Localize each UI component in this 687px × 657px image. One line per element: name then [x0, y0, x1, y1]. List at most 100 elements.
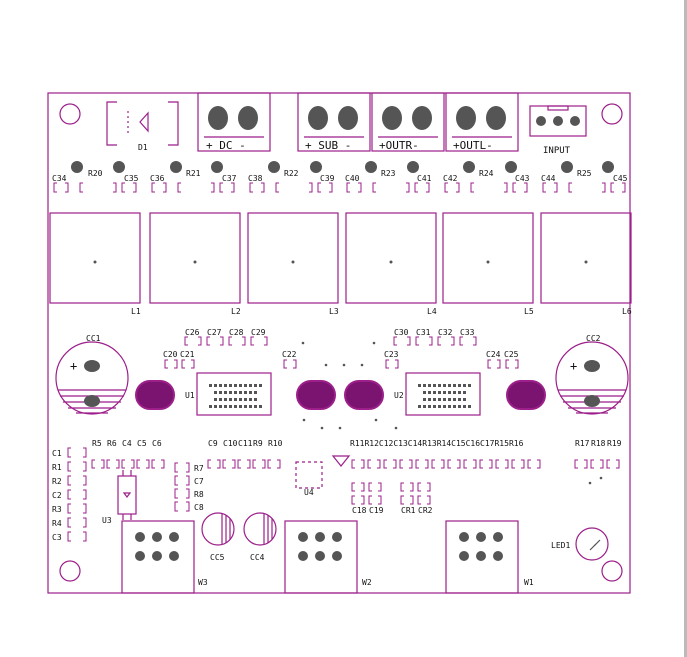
oval-pad-3: [344, 380, 384, 410]
label-c32: C32: [438, 328, 453, 337]
oval-pad-4: [506, 380, 546, 410]
label-l5: L5: [524, 307, 534, 316]
label-c1: C1: [52, 449, 62, 458]
label-c39: C39: [320, 174, 335, 183]
label-c43: C43: [515, 174, 530, 183]
label-c25: C25: [504, 350, 519, 359]
label-r8: R8: [194, 490, 204, 499]
label-r24: R24: [479, 169, 494, 178]
mount-hole-br: [601, 560, 623, 582]
board-outline: [47, 92, 631, 594]
led-led1: [575, 527, 609, 561]
label-l6: L6: [622, 307, 632, 316]
label-w2: W2: [362, 578, 372, 587]
label-l2: L2: [231, 307, 241, 316]
label-dc: + DC -: [206, 139, 246, 152]
label-cc5: CC5: [210, 553, 225, 562]
label-c37: C37: [222, 174, 237, 183]
label-c10: C10: [223, 439, 238, 448]
label-r4: R4: [52, 519, 62, 528]
label-c7: C7: [194, 477, 204, 486]
label-c36: C36: [150, 174, 165, 183]
label-r23: R23: [381, 169, 396, 178]
page-edge: [684, 0, 687, 657]
label-w3: W3: [198, 578, 208, 587]
diode-d1: [106, 101, 179, 146]
label-r6: R6: [107, 439, 117, 448]
label-cc2: CC2: [586, 334, 601, 343]
label-c45: C45: [613, 174, 628, 183]
label-w1: W1: [524, 578, 534, 587]
label-l1: L1: [131, 307, 141, 316]
label-c30: C30: [394, 328, 409, 337]
label-led1: LED1: [551, 541, 570, 550]
label-c2: C2: [52, 491, 62, 500]
terminal-outr: [371, 92, 445, 152]
label-c31: C31: [416, 328, 431, 337]
label-outl: +OUTL-: [453, 139, 493, 152]
connector-w2: [284, 520, 358, 594]
label-c33: C33: [460, 328, 475, 337]
ic-u2: [405, 372, 481, 416]
label-r22: R22: [284, 169, 299, 178]
svg-text:+: +: [570, 359, 577, 373]
label-c6: C6: [152, 439, 162, 448]
label-c27: C27: [207, 328, 222, 337]
label-c3: C3: [52, 533, 62, 542]
label-c41: C41: [417, 174, 432, 183]
labels: + DC - + SUB - +OUTR- +OUTL- INPUT D1 L1…: [70, 139, 632, 587]
cap-cc4: [243, 512, 277, 546]
label-cr2: CR2: [418, 506, 433, 515]
ic-u4: [295, 461, 323, 489]
label-c44: C44: [541, 174, 556, 183]
label-c34: C34: [52, 174, 67, 183]
label-r9: R9: [253, 439, 263, 448]
label-c9: C9: [208, 439, 218, 448]
mount-hole-tr: [601, 103, 623, 125]
label-c5: C5: [137, 439, 147, 448]
label-row-right: R11R12C12C13C14R13R14C15C16C17R15R16: [350, 439, 524, 448]
label-c22: C22: [282, 350, 297, 359]
label-u1: U1: [185, 391, 195, 400]
label-r17: R17: [575, 439, 590, 448]
label-r2: R2: [52, 477, 62, 486]
label-c26: C26: [185, 328, 200, 337]
label-r7: R7: [194, 464, 204, 473]
label-c28: C28: [229, 328, 244, 337]
label-u4: U4: [304, 488, 314, 497]
label-c20: C20: [163, 350, 178, 359]
label-d1: D1: [138, 143, 148, 152]
svg-text:+: +: [70, 359, 77, 373]
terminal-dc: [197, 92, 271, 152]
label-c35: C35: [124, 174, 139, 183]
inductor-row: [49, 212, 632, 304]
label-c29: C29: [251, 328, 266, 337]
cap-cc5: [201, 512, 235, 546]
label-cr1: CR1: [401, 506, 416, 515]
connector-w1: [445, 520, 519, 594]
label-outr: +OUTR-: [379, 139, 419, 152]
label-c4: C4: [122, 439, 132, 448]
oval-pad-2: [296, 380, 336, 410]
connector-w3: [121, 520, 195, 594]
label-r21: R21: [186, 169, 201, 178]
label-l3: L3: [329, 307, 339, 316]
label-c8: C8: [194, 503, 204, 512]
mount-hole-bl: [59, 560, 81, 582]
label-r5: R5: [92, 439, 102, 448]
terminal-sub: [297, 92, 371, 152]
label-u3: U3: [102, 516, 112, 525]
label-r18: R18: [591, 439, 606, 448]
oval-pad-1: [135, 380, 175, 410]
label-r10: R10: [268, 439, 283, 448]
terminal-outl: [445, 92, 519, 152]
label-r19: R19: [607, 439, 622, 448]
label-c24: C24: [486, 350, 501, 359]
label-l4: L4: [427, 307, 437, 316]
label-r1: R1: [52, 463, 62, 472]
label-r20: R20: [88, 169, 103, 178]
ic-u1: [196, 372, 272, 416]
label-sub: + SUB -: [305, 139, 351, 152]
label-c19: C19: [369, 506, 384, 515]
